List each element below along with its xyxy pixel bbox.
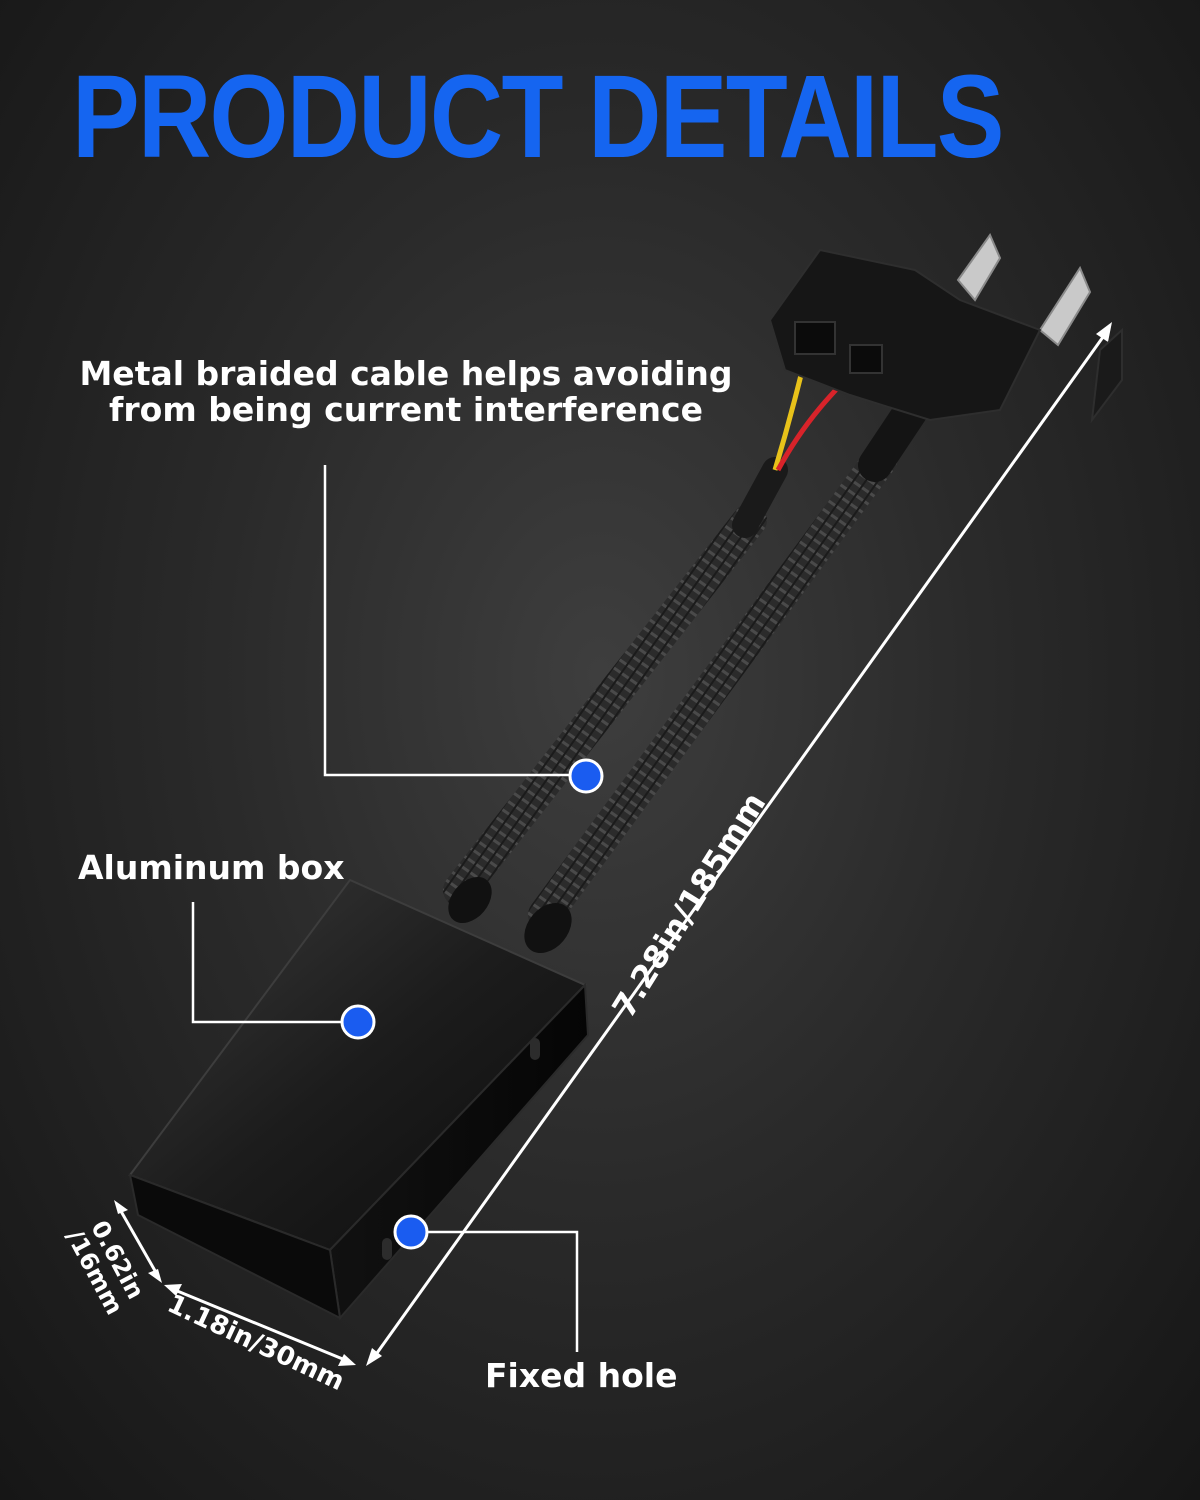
cable-callout-line2: from being current interference — [109, 390, 703, 429]
box-marker-dot — [340, 1004, 376, 1040]
depth-dimension-line — [114, 1200, 162, 1283]
cable-callout — [323, 465, 604, 794]
length-dimension-line — [366, 322, 1112, 1366]
hole-marker-dot — [393, 1214, 429, 1250]
aluminum-box — [128, 876, 590, 1321]
page-title: PRODUCT DETAILS — [72, 51, 1004, 183]
fixed-hole-upper — [530, 1038, 540, 1060]
box-callout-label: Aluminum box — [78, 848, 345, 887]
cable-callout-label: Metal braided cable helps avoiding from … — [0, 356, 812, 428]
braided-cables — [443, 388, 932, 932]
h4-connector-plug — [768, 232, 1123, 424]
cable-marker-dot — [568, 758, 604, 794]
fixed-hole-lower — [382, 1238, 392, 1260]
width-dimension-line — [164, 1284, 356, 1366]
cable-callout-line1: Metal braided cable helps avoiding — [79, 354, 733, 393]
hole-callout-label: Fixed hole — [485, 1356, 678, 1395]
hole-callout — [393, 1214, 579, 1352]
box-callout — [191, 902, 376, 1040]
